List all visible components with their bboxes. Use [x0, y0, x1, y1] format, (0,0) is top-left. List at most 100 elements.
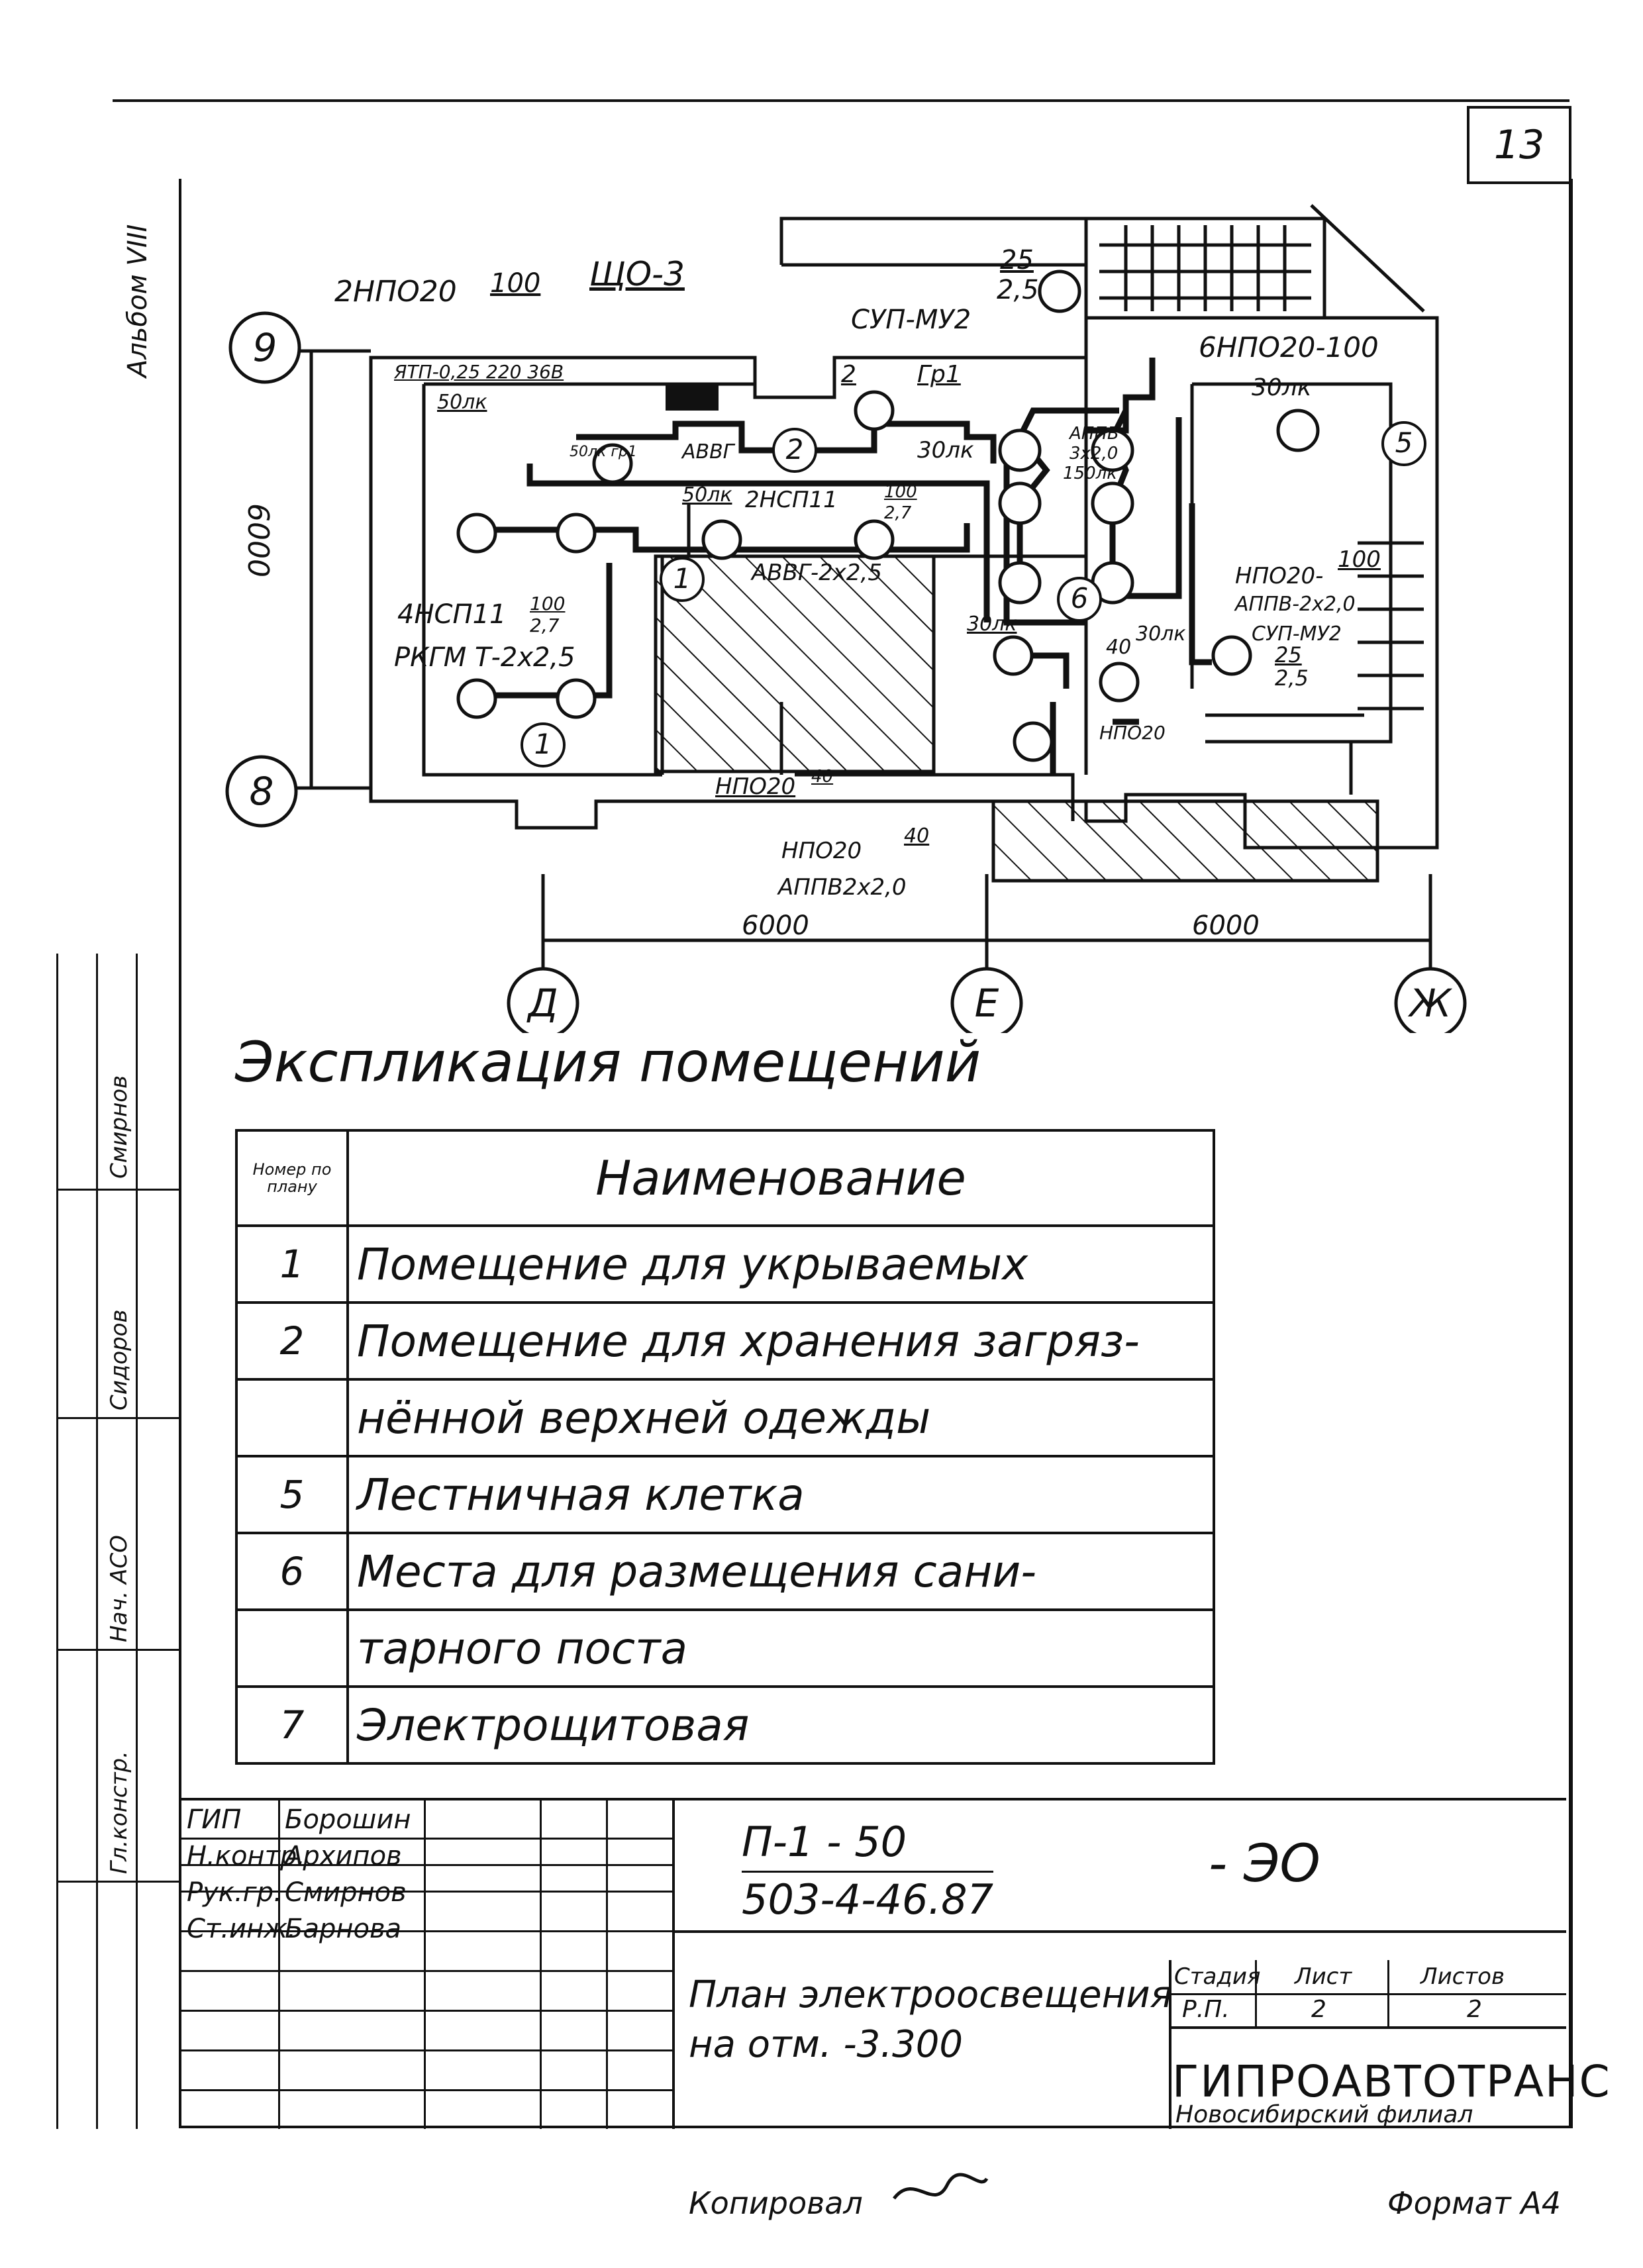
- room-name: Помещение для укрываемых: [346, 1224, 1215, 1304]
- side-cell-1: Смирнов: [106, 1075, 132, 1179]
- room-mark: 6: [1071, 582, 1089, 615]
- label-2npo20: 2НПО20: [334, 275, 457, 309]
- room-mark: 1: [673, 562, 691, 595]
- label-npo20-b: НПО20: [781, 838, 862, 864]
- stamp-person: Борошин: [285, 1804, 411, 1835]
- stamp-role: ГИП: [187, 1804, 242, 1835]
- sheets-value: 2: [1467, 1996, 1482, 2023]
- table-row: тарного поста: [235, 1608, 1215, 1688]
- label-30lk-a: 30лк: [917, 437, 974, 464]
- dim-6000-a: 6000: [742, 911, 809, 941]
- axis-label-ad: Д: [526, 981, 558, 1026]
- room-name: Электрощитовая: [346, 1685, 1215, 1765]
- footer-copied: Копировал: [689, 2185, 863, 2221]
- room-mark: 5: [1395, 426, 1413, 459]
- doc-code-top: П-1 - 50: [742, 1818, 907, 1866]
- stamp-grid: [179, 1798, 672, 2129]
- label-25d: 2,5: [1275, 666, 1309, 691]
- label-25c: 25: [1275, 642, 1302, 667]
- label-appv3: АППВ2х2,0: [778, 874, 907, 901]
- side-cell-3: Нач. АСО: [106, 1535, 132, 1642]
- stage-table: Стадия Лист Листов Р.П. 2 2: [1169, 1960, 1566, 2129]
- header-name: Наименование: [346, 1129, 1215, 1227]
- dim-6000-b: 6000: [1192, 911, 1260, 941]
- room-number: 6: [235, 1532, 349, 1611]
- stamp-person: Барнова: [285, 1914, 402, 1944]
- label-100b: 100: [884, 482, 917, 502]
- sheet-code: - ЭО: [1209, 1834, 1320, 1894]
- label-gr1: Гр1: [917, 361, 961, 388]
- axis-label-a8: 8: [250, 769, 274, 814]
- label-rkgm: РКГМ Т-2х2,5: [394, 642, 575, 673]
- room-number: 5: [235, 1455, 349, 1534]
- stage-label: Стадия: [1174, 1963, 1261, 1990]
- room-number: 7: [235, 1685, 349, 1765]
- label-25b: 2,5: [997, 275, 1039, 305]
- company-name: ГИПРОАВТОТРАНС: [1172, 2056, 1611, 2107]
- room-name: тарного поста: [346, 1608, 1215, 1688]
- room-number: 2: [235, 1301, 349, 1381]
- sheet-label: Лист: [1295, 1963, 1352, 1990]
- stamp-person: Смирнов: [285, 1877, 407, 1908]
- label-100c: 100: [1338, 546, 1381, 573]
- sheets-label: Листов: [1420, 1963, 1505, 1990]
- top-border-line: [113, 99, 1569, 102]
- stage-value: Р.П.: [1182, 1996, 1230, 2023]
- label-ytp: ЯТП-0,25 220 36В: [394, 361, 564, 383]
- label-40b: 40: [811, 767, 834, 787]
- dim-6000-vertical: 6000: [241, 503, 275, 577]
- label-30lk-c: 30лк: [967, 613, 1017, 636]
- label-appv-b: 3х2,0: [1070, 444, 1119, 464]
- label-25a: 25: [1000, 245, 1034, 275]
- sheet-value: 2: [1311, 1996, 1326, 2023]
- label-50lk-c: 50лк: [682, 483, 732, 507]
- room-mark: 1: [534, 728, 552, 760]
- copier-signature-icon: [893, 2173, 989, 2200]
- drawing-frame: [179, 179, 1573, 2128]
- table-header-row: Номер по плану Наименование: [235, 1129, 1215, 1227]
- room-name: Лестничная клетка: [346, 1455, 1215, 1534]
- header-num: Номер по плану: [235, 1129, 349, 1227]
- axis-label-a9: 9: [253, 325, 277, 370]
- room-number: [235, 1378, 349, 1457]
- drawing-title-line1: План электроосвещения: [689, 1973, 1173, 2016]
- label-2nsp11: 2НСП11: [745, 487, 838, 513]
- label-avvg: АВВГ: [682, 440, 734, 464]
- side-signature-strip: Смирнов Сидоров Нач. АСО Гл.констр.: [56, 954, 179, 2129]
- label-appv-a: АППВ: [1070, 424, 1119, 444]
- label-27a: 2,7: [884, 503, 912, 523]
- stamp-person: Архипов: [285, 1841, 402, 1871]
- label-30lk-d: 30лк: [1136, 622, 1186, 646]
- label-50lk-a: 50лк: [437, 391, 487, 414]
- label-npo20-100: НПО20-: [1235, 563, 1324, 589]
- label-40a: 40: [1106, 636, 1132, 659]
- side-cell-2: Сидоров: [106, 1309, 132, 1410]
- label-supmu2b: СУП-МУ2: [1252, 622, 1342, 646]
- label-100d: 100: [530, 593, 566, 615]
- side-cell-4: Гл.констр.: [106, 1751, 132, 1874]
- axis-label-azh: Ж: [1408, 981, 1453, 1026]
- label-npo20-40: НПО20: [715, 773, 796, 800]
- doc-code-bottom: 503-4-46.87: [742, 1871, 994, 1924]
- label-shcho3: ЩО-3: [589, 255, 685, 293]
- label-50lk-b: 50лк гр1: [570, 444, 637, 460]
- label-40c: 40: [904, 824, 930, 848]
- label-27b: 2,7: [530, 615, 560, 636]
- room-name: Помещение для хранения загряз-: [346, 1301, 1215, 1381]
- stamp-role: Н.контр.: [187, 1841, 305, 1871]
- drawing-title-line2: на отм. -3.300: [689, 2023, 963, 2066]
- room-name: Места для размещения сани-: [346, 1532, 1215, 1611]
- room-name: нённой верхней одежды: [346, 1378, 1215, 1457]
- footer-format: Формат А4: [1387, 2185, 1561, 2221]
- label-4nsp11: 4НСП11: [397, 599, 507, 630]
- label-6npo20: 6НПО20-100: [1199, 331, 1379, 364]
- room-mark: 2: [786, 433, 804, 466]
